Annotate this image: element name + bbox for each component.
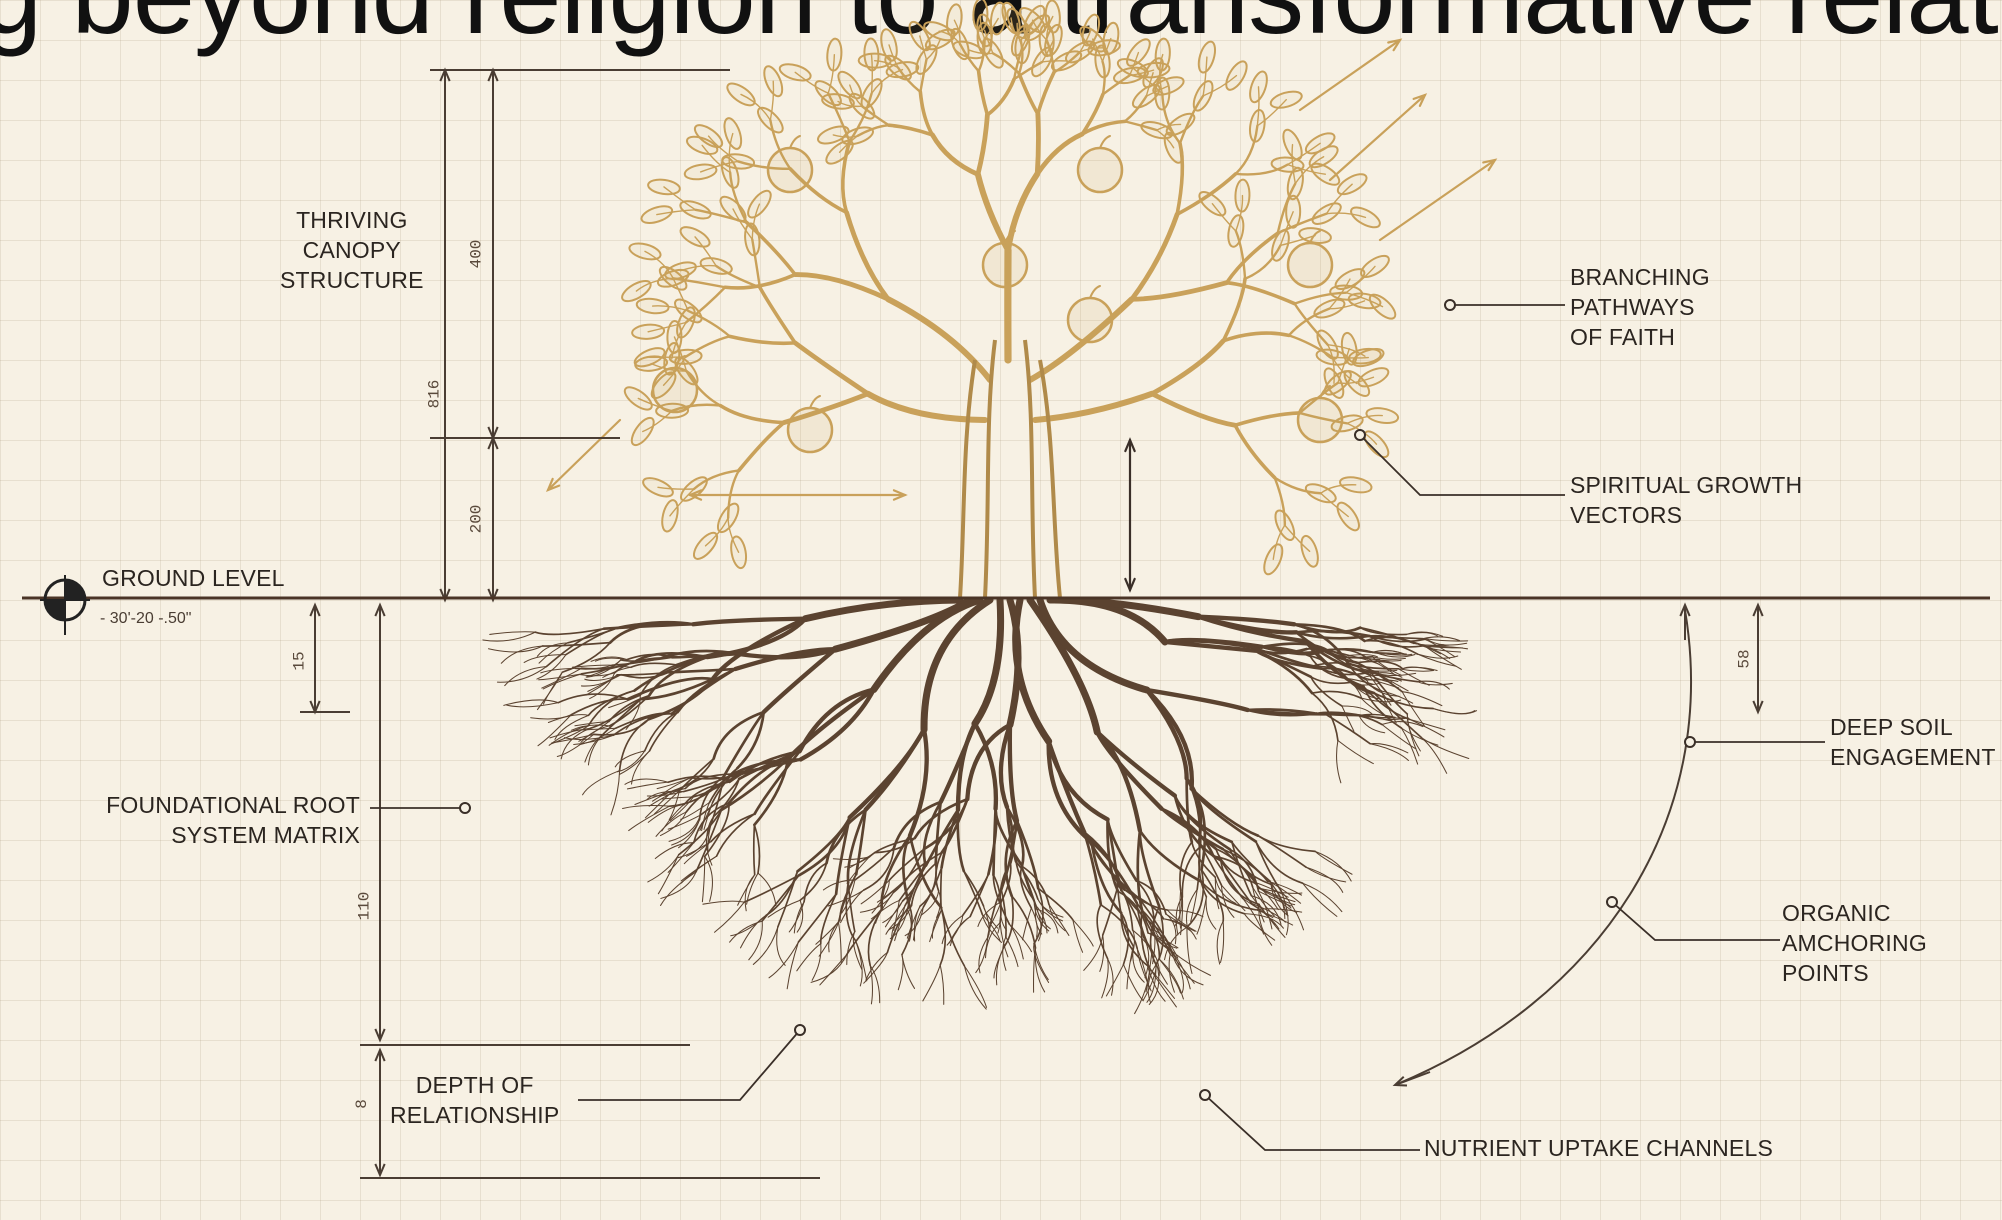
dimension-lines xyxy=(300,70,1763,1178)
ground-marker-icon xyxy=(40,575,90,635)
tree-canopy xyxy=(548,0,1495,590)
label-nutrient-uptake: NUTRIENT UPTAKE CHANNELS xyxy=(1424,1133,1773,1163)
label-ground-level: GROUND LEVEL xyxy=(102,563,285,593)
dim-canopy-total: 816 xyxy=(425,380,443,409)
tree-trunk xyxy=(960,340,1060,598)
dim-root-right: 58 xyxy=(1736,649,1754,668)
root-system xyxy=(483,600,1477,1014)
dim-root-shallow: 15 xyxy=(291,651,309,670)
ground-coordinates: - 30'-20 -.50" xyxy=(100,610,191,628)
dim-canopy-upper: 400 xyxy=(467,240,485,269)
dim-root-bottom: 8 xyxy=(353,1099,371,1109)
dim-canopy-lower: 200 xyxy=(467,505,485,534)
dim-root-main: 110 xyxy=(355,892,373,921)
